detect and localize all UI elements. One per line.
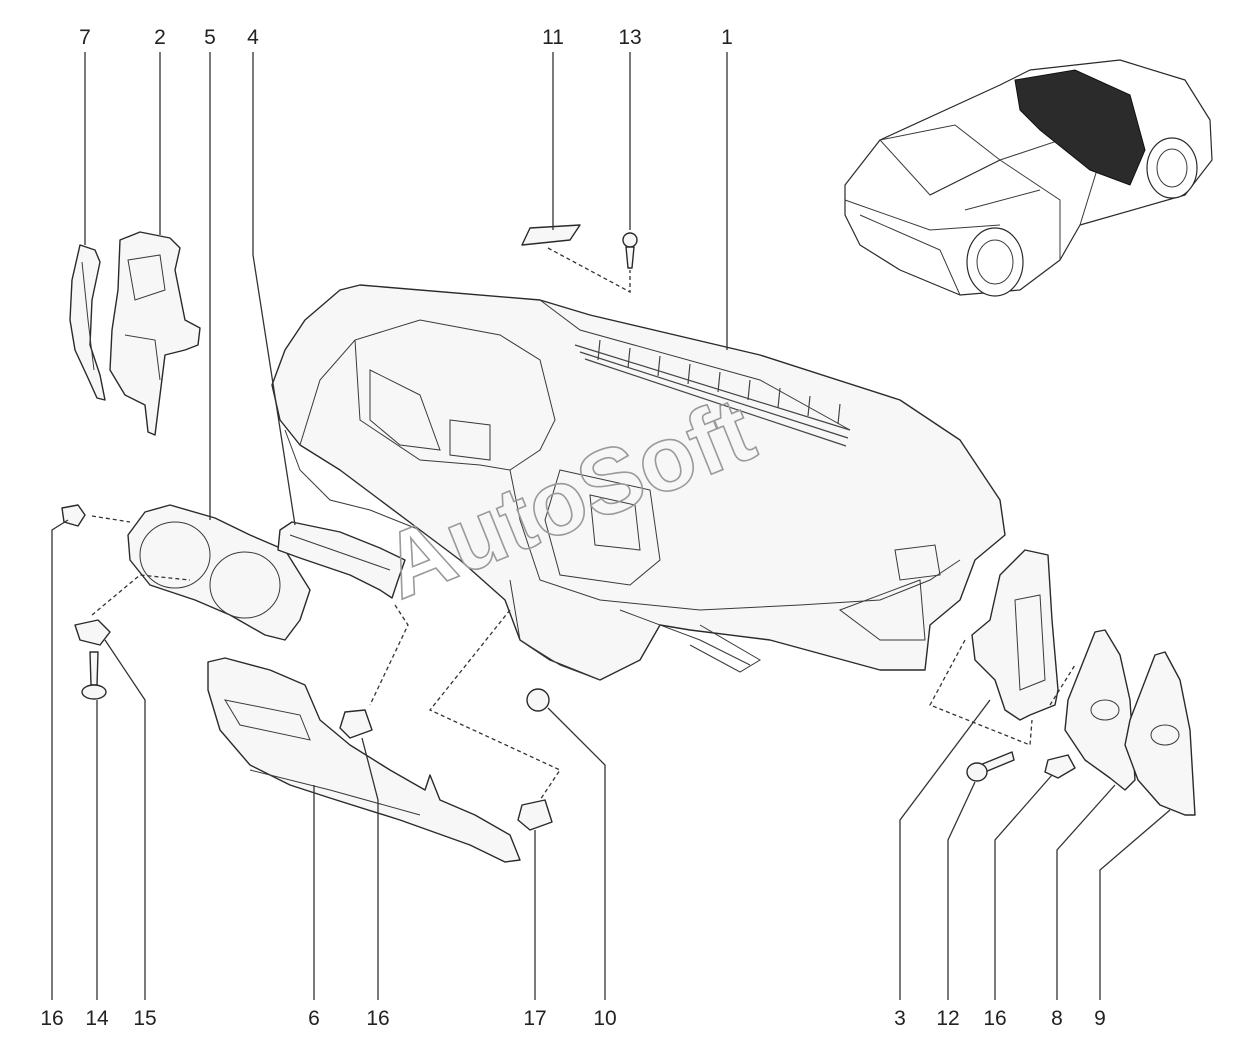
clip-17-illustration <box>517 799 553 831</box>
callout-15: 15 <box>133 1007 156 1030</box>
callout-11: 11 <box>542 26 564 49</box>
callout-10: 10 <box>593 1007 616 1030</box>
instrument-cluster-hood-5-illustration <box>127 504 311 641</box>
clip-16-left-illustration <box>61 504 86 527</box>
callout-16-middle: 16 <box>366 1007 389 1030</box>
clip-16-right-illustration <box>1044 754 1076 779</box>
callout-6: 6 <box>308 1007 320 1030</box>
trim-4-illustration <box>277 521 406 599</box>
car-overview-illustration <box>844 59 1213 297</box>
callout-13: 13 <box>618 26 641 49</box>
screw-13-illustration <box>622 232 638 269</box>
callout-1: 1 <box>721 26 733 49</box>
callout-4: 4 <box>247 26 259 49</box>
leader-lines <box>51 52 1171 1000</box>
screw-14-illustration <box>81 651 107 700</box>
lower-panel-6-illustration <box>207 657 521 863</box>
callout-2: 2 <box>154 26 166 49</box>
callout-9: 9 <box>1094 1007 1106 1030</box>
clip-16-middle-illustration <box>339 709 373 739</box>
callout-5: 5 <box>204 26 216 49</box>
callout-8: 8 <box>1051 1007 1063 1030</box>
bracket-2-illustration <box>109 231 201 436</box>
bracket-3-illustration <box>971 549 1059 721</box>
plug-10-illustration <box>526 688 550 712</box>
callout-3: 3 <box>894 1007 906 1030</box>
callout-16-right: 16 <box>983 1007 1006 1030</box>
instrument-panel-illustration <box>271 284 1006 681</box>
clip-15-illustration <box>74 619 111 646</box>
cover-11-illustration <box>521 224 581 246</box>
screw-12-illustration <box>966 751 1015 782</box>
callout-17: 17 <box>523 1007 546 1030</box>
assembly-lines <box>91 247 1076 801</box>
callout-7: 7 <box>79 26 91 49</box>
side-cover-9-illustration <box>1124 651 1196 816</box>
side-cover-8-illustration <box>1064 629 1136 791</box>
callout-16-left: 16 <box>40 1007 63 1030</box>
bracket-7-illustration <box>69 244 106 401</box>
callout-12: 12 <box>936 1007 959 1030</box>
callout-14: 14 <box>85 1007 109 1030</box>
